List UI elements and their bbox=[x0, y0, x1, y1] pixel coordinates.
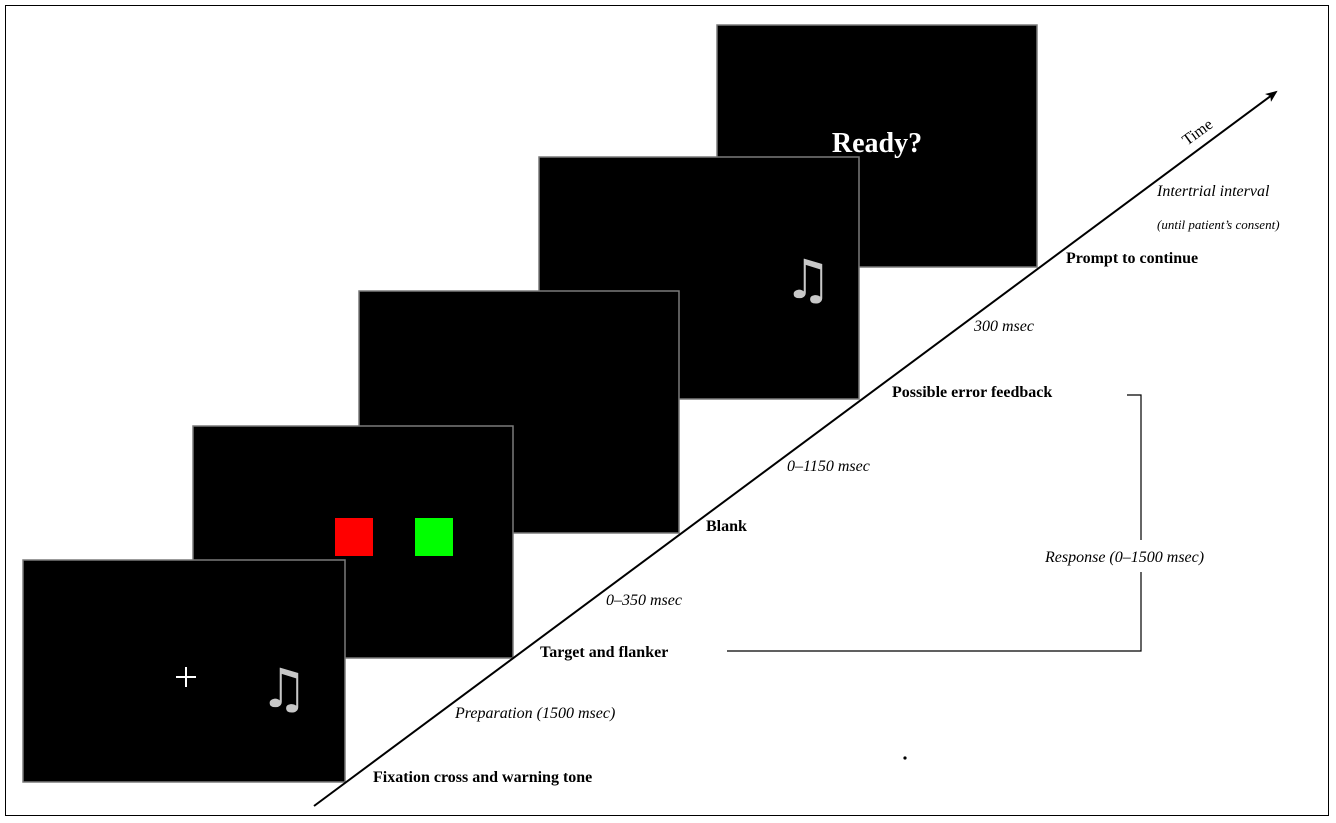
intertrial-interval-label: Intertrial interval bbox=[1156, 183, 1270, 200]
target-event-label: Target and flanker bbox=[540, 644, 668, 661]
fixation-screen-background bbox=[22, 559, 346, 783]
music-note-icon: ♫ bbox=[784, 248, 832, 311]
music-note-icon: ♫ bbox=[260, 657, 308, 720]
intertrial-note-label: (until patient’s consent) bbox=[1157, 217, 1280, 232]
feedback-duration-label: 300 msec bbox=[973, 318, 1034, 335]
response-interval-label: Response (0–1500 msec) bbox=[1044, 549, 1204, 566]
response-bracket bbox=[727, 394, 1142, 652]
ready-prompt-text: Ready? bbox=[832, 128, 922, 159]
target-duration-label: 0–350 msec bbox=[606, 592, 682, 609]
blank-duration-label: 0–1150 msec bbox=[787, 458, 870, 475]
stray-dot bbox=[903, 756, 907, 760]
time-axis-arrow bbox=[313, 90, 1278, 807]
prompt-event-label: Prompt to continue bbox=[1066, 250, 1198, 267]
response-label-mask bbox=[1042, 540, 1246, 572]
green-flanker-square bbox=[415, 518, 453, 556]
red-target-square bbox=[335, 518, 373, 556]
preparation-interval-label: Preparation (1500 msec) bbox=[454, 705, 615, 722]
time-axis-label: Time bbox=[1179, 116, 1216, 149]
fixation-event-label: Fixation cross and warning tone bbox=[373, 769, 592, 786]
fixation-screen: ♫ bbox=[22, 559, 346, 783]
feedback-event-label: Possible error feedback bbox=[892, 384, 1052, 401]
blank-event-label: Blank bbox=[706, 518, 747, 535]
